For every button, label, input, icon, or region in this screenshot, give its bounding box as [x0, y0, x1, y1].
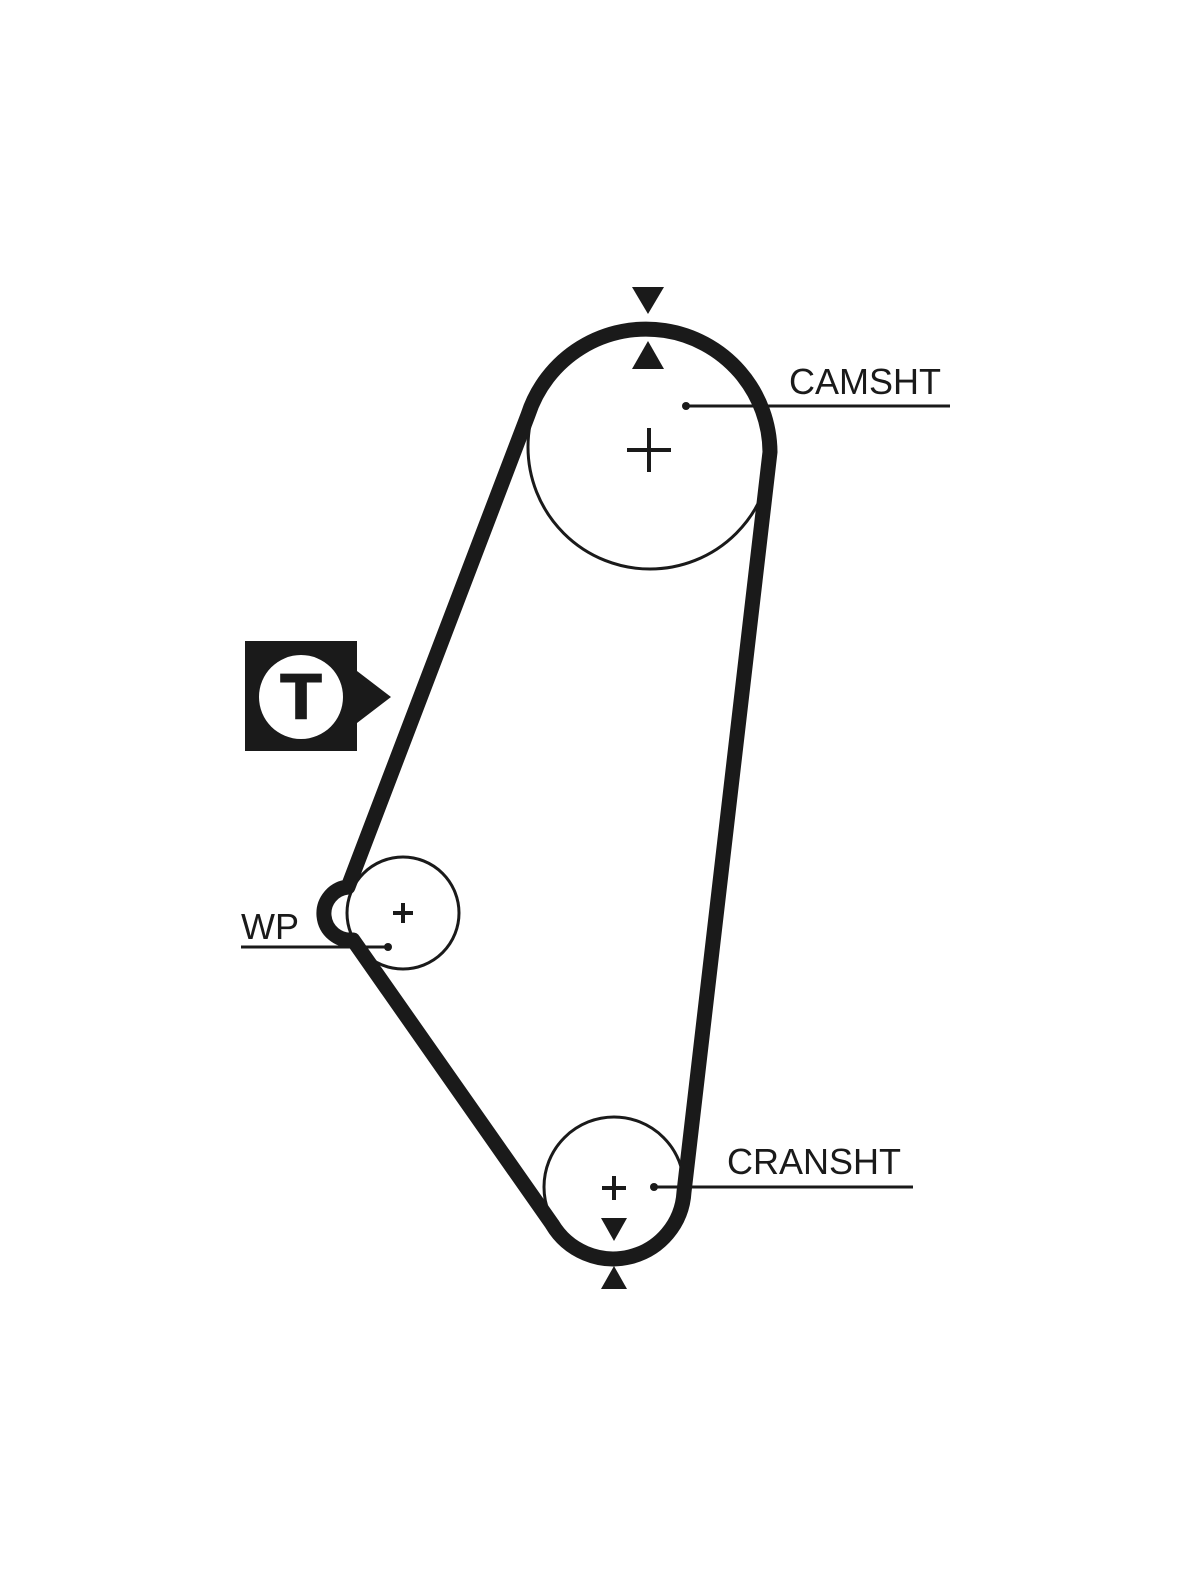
camshaft-label: CAMSHT [789, 361, 941, 402]
water-pump-label: WP [241, 906, 299, 947]
crankshaft-leader [650, 1183, 913, 1191]
camshaft-center-plus-icon [627, 428, 671, 472]
crankshaft-timing-mark-bottom-triangle-icon [601, 1266, 627, 1289]
camshaft-timing-mark-top-triangle-icon [632, 287, 664, 314]
crankshaft-label: CRANSHT [727, 1141, 901, 1182]
water-pump-center-plus-icon [393, 903, 413, 923]
tensioner-callout-icon: T [245, 641, 391, 751]
camshaft-timing-mark-bottom-triangle-icon [632, 341, 664, 369]
timing-belt [316, 321, 778, 1267]
crankshaft-timing-mark-top-triangle-icon [601, 1218, 627, 1241]
camshaft-leader [682, 402, 950, 410]
tensioner-letter: T [280, 661, 322, 734]
water-pump-leader [241, 943, 392, 951]
water-pump-pulley [345, 855, 461, 971]
crankshaft-center-plus-icon [602, 1176, 626, 1200]
